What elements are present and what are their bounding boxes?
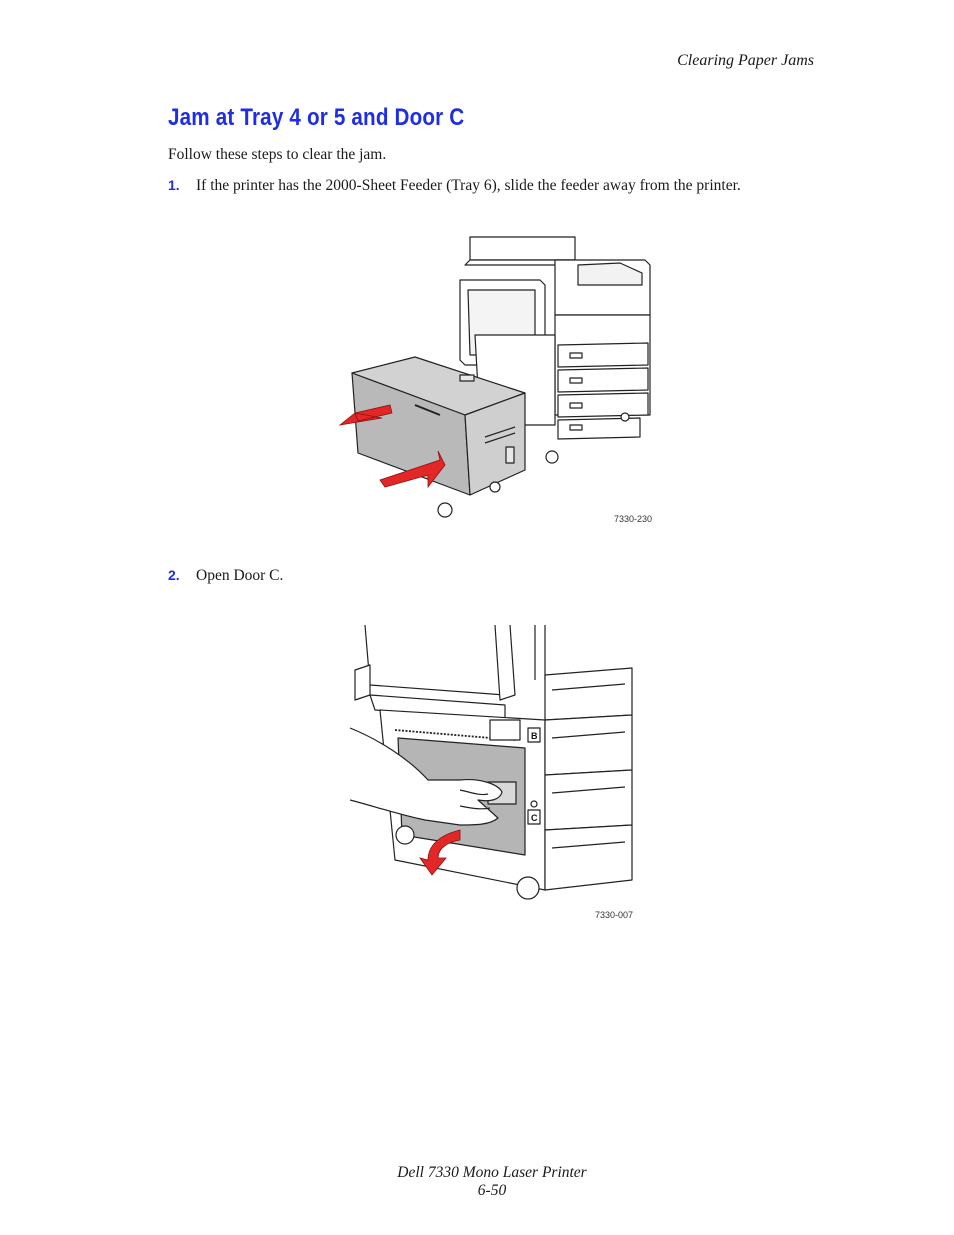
- feeder-illustration: [338, 236, 651, 518]
- intro-text: Follow these steps to clear the jam.: [168, 146, 387, 163]
- door-labels: B C: [531, 731, 538, 823]
- step-text: Open Door C.: [196, 567, 284, 584]
- running-header: Clearing Paper Jams: [677, 52, 814, 69]
- door-c-illustration: B C: [349, 624, 633, 900]
- page-footer: Dell 7330 Mono Laser Printer 6-50: [0, 1164, 954, 1200]
- open-arrow-icon: [419, 829, 461, 876]
- door-b-label: B: [531, 731, 538, 741]
- door-c-label: C: [531, 813, 538, 823]
- step-number: 1.: [168, 177, 180, 193]
- product-name: Dell 7330 Mono Laser Printer: [397, 1164, 587, 1181]
- step-text: If the printer has the 2000-Sheet Feeder…: [196, 177, 741, 194]
- page-title: Jam at Tray 4 or 5 and Door C: [168, 104, 465, 131]
- step-1: 1. If the printer has the 2000-Sheet Feed…: [168, 177, 741, 195]
- pull-arrow-icon: [338, 404, 393, 426]
- pull-arrow-icon: [379, 450, 446, 489]
- step-2: 2. Open Door C.: [168, 567, 283, 585]
- page-number: 6-50: [477, 1182, 507, 1199]
- step-number: 2.: [168, 567, 180, 583]
- figure-code: 7330-230: [614, 514, 653, 524]
- figure-code: 7330-007: [595, 910, 634, 920]
